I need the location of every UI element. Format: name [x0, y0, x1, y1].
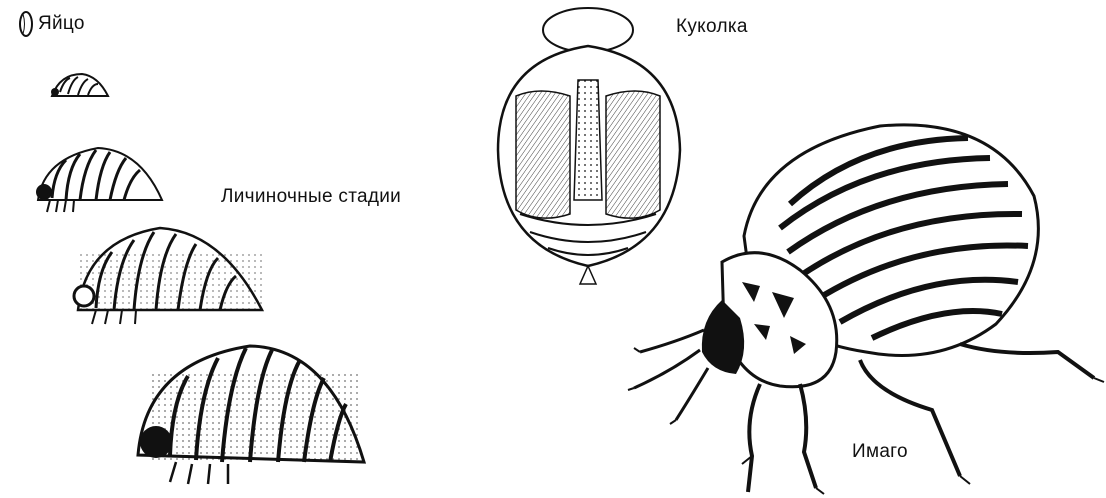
pupa-illustration [498, 8, 680, 284]
larva-instar-1 [51, 74, 108, 96]
larva-instar-2 [36, 148, 162, 212]
larva-instar-4 [138, 346, 364, 484]
pupa-label: Куколка [676, 16, 748, 38]
adult-label: Имаго [852, 441, 908, 463]
larval-stages-label: Личиночные стадии [221, 186, 401, 208]
egg-label: Яйцо [38, 13, 85, 35]
egg-illustration [20, 12, 32, 36]
adult-beetle-illustration [628, 125, 1104, 494]
larva-instar-3 [74, 228, 262, 324]
